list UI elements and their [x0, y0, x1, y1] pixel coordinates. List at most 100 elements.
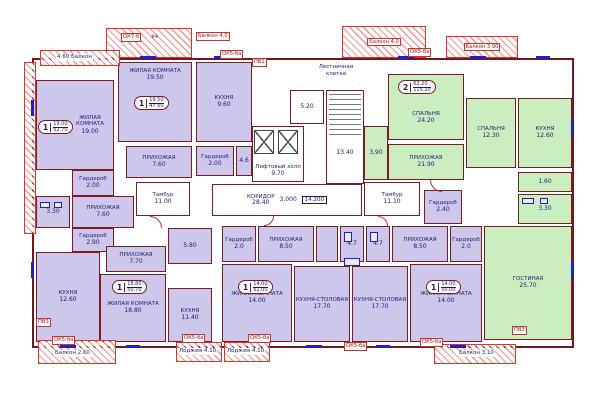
room-kitchen3: КУХНЯ 11.40	[168, 288, 212, 342]
balcony-label-box: Балкон 4.0	[367, 37, 401, 47]
balcony-label-box: Балкон 3.90	[463, 42, 501, 52]
room-area: 2.90	[86, 239, 100, 247]
room-hall1: ПРИХОЖАЯ 7.60	[126, 146, 192, 178]
room-area: 28.40	[252, 198, 270, 206]
room-kitchen2: КУХНЯ 12.60	[36, 252, 100, 342]
apt-total-area: 115.20	[413, 86, 431, 93]
apt-room-count: 1	[115, 282, 126, 292]
dimension-arrow-icon: ↔	[151, 32, 159, 42]
window-symbol	[398, 56, 414, 59]
sink-icon	[540, 198, 548, 204]
room-hall2: ПРИХОЖАЯ 7.60	[72, 196, 134, 228]
room-area: 11.40	[181, 314, 199, 322]
balcony-label: 4.60 Балкон	[56, 54, 93, 61]
room-bath390: 3.90	[364, 126, 388, 180]
room-area: 2.0	[234, 243, 244, 251]
room-name: Гардероб	[225, 237, 253, 244]
room-name: КУХНЯ	[214, 95, 234, 102]
corridor-dim-box: 14.200	[301, 196, 328, 204]
apt-living-area: 19.00	[53, 120, 68, 128]
room-name: Гардероб	[429, 200, 457, 207]
bathtub-icon	[522, 198, 534, 204]
room-name: ПРИХОЖАЯ	[409, 155, 443, 162]
balcony-label-box: Балкон 4.0	[196, 32, 230, 41]
room-name: Тамбур	[152, 192, 174, 199]
room-area: 4.6	[239, 156, 249, 164]
room-name: Гардероб	[79, 233, 107, 240]
room-area: 7.60	[152, 161, 166, 169]
room-bath-small	[316, 226, 338, 262]
room-area: 17.70	[371, 303, 389, 311]
room-area: 4.7	[347, 239, 357, 247]
room-name: ПРИХОЖАЯ	[119, 252, 153, 259]
room-name: КУХНЯ	[180, 308, 200, 315]
window-tag: ОК5-ба	[408, 48, 432, 57]
room-name: КУХНЯ-СТОЛОВАЯ	[295, 297, 349, 304]
room-area: 3.90	[369, 148, 383, 156]
room-name: Лифтовый холл	[255, 164, 301, 171]
window-symbol	[536, 56, 550, 59]
room-name: ЖИЛАЯ КОМНАТА	[107, 301, 159, 307]
apt-areas: 14.00 50.00	[439, 281, 457, 293]
apt-room-count: 1	[241, 282, 252, 292]
apt-total-area: 50.00	[441, 286, 456, 293]
window-symbol	[306, 345, 322, 348]
room-bath1: 3.30	[36, 196, 70, 228]
room-name: КУХНЯ-СТОЛОВАЯ	[353, 297, 407, 304]
window-tag: ОК5-ба	[344, 342, 368, 351]
room-area: 21.90	[417, 161, 435, 169]
window-tag: ОК5-ба	[420, 338, 444, 347]
loggia-label: Лоджия 4.10	[226, 348, 266, 355]
room-area: 18.80	[124, 307, 142, 315]
window-symbol	[140, 56, 156, 59]
window-tag: ОК5-ба	[52, 336, 76, 345]
corridor-label-group: КОРИДОР 28.40	[247, 194, 275, 207]
room-area: 2.00	[86, 182, 100, 190]
apt-living-area: 14.00	[253, 280, 268, 288]
room-tambour2: Тамбур 11.10	[364, 182, 420, 216]
room-name: ЖИЛАЯ КОМНАТА	[420, 291, 472, 297]
room-area: 25.70	[519, 282, 537, 290]
room-living4: ЖИЛАЯ КОМНАТА 14.00	[222, 264, 292, 342]
room-wardrobe5: Гардероб 2.0	[450, 226, 482, 262]
room-area: 2.40	[436, 206, 450, 214]
apt-room-count: 2	[401, 82, 412, 92]
apt-total-area: 52.70	[53, 126, 68, 133]
room-hall6: ПРИХОЖАЯ 21.90	[388, 144, 464, 180]
staircase-label: Лестничная клетка	[308, 64, 364, 78]
room-area: 11.10	[383, 198, 401, 206]
room-area: 17.70	[313, 303, 331, 311]
room-name: ПРИХОЖАЯ	[86, 205, 120, 212]
window-symbol	[470, 56, 486, 59]
room-name: ПРИХОЖАЯ	[403, 237, 437, 244]
apt-total-area: 50.70	[127, 286, 142, 293]
bathtub-icon	[40, 202, 50, 208]
room-name: Гардероб	[79, 176, 107, 183]
room-name: КОРИДОР	[246, 193, 275, 200]
balcony-top-b: Балкон 4.0	[342, 26, 426, 58]
window-tag: ОК5-ба	[182, 334, 206, 343]
room-area: 8.50	[279, 243, 293, 251]
room-livingroom: ГОСТИНАЯ 25.70	[484, 226, 572, 340]
room-area: 3.30	[46, 207, 60, 215]
room-name: ЖИЛАЯ КОМНАТА	[231, 291, 283, 297]
room-name: КУХНЯ	[535, 126, 555, 133]
window-symbol	[60, 345, 76, 348]
room-area: 1.60	[538, 177, 552, 185]
toilet-icon	[344, 232, 352, 242]
room-kitchen-dining1: КУХНЯ-СТОЛОВАЯ 17.70	[294, 266, 350, 342]
room-bedroom2: СПАЛЬНЯ 12.30	[466, 98, 516, 168]
balcony-top-a: ОК7-б ↔	[106, 28, 192, 58]
balcony-label: Балкон 2.60	[54, 350, 91, 357]
apartment-badge-1: 1 19.00 52.70	[38, 120, 73, 134]
room-bath160: 1.60	[518, 172, 572, 192]
room-wardrobe6: Гардероб 2.40	[424, 190, 462, 224]
room-520: 5.20	[290, 90, 324, 124]
room-area: 7.60	[96, 211, 110, 219]
bathtub-icon	[344, 258, 360, 266]
room-hall5: ПРИХОЖАЯ 8.50	[392, 226, 448, 262]
apt-total-area: 51.00	[253, 286, 268, 293]
window-tag: ПВ3	[36, 318, 51, 327]
apt-living-area: 62.20	[413, 81, 431, 88]
